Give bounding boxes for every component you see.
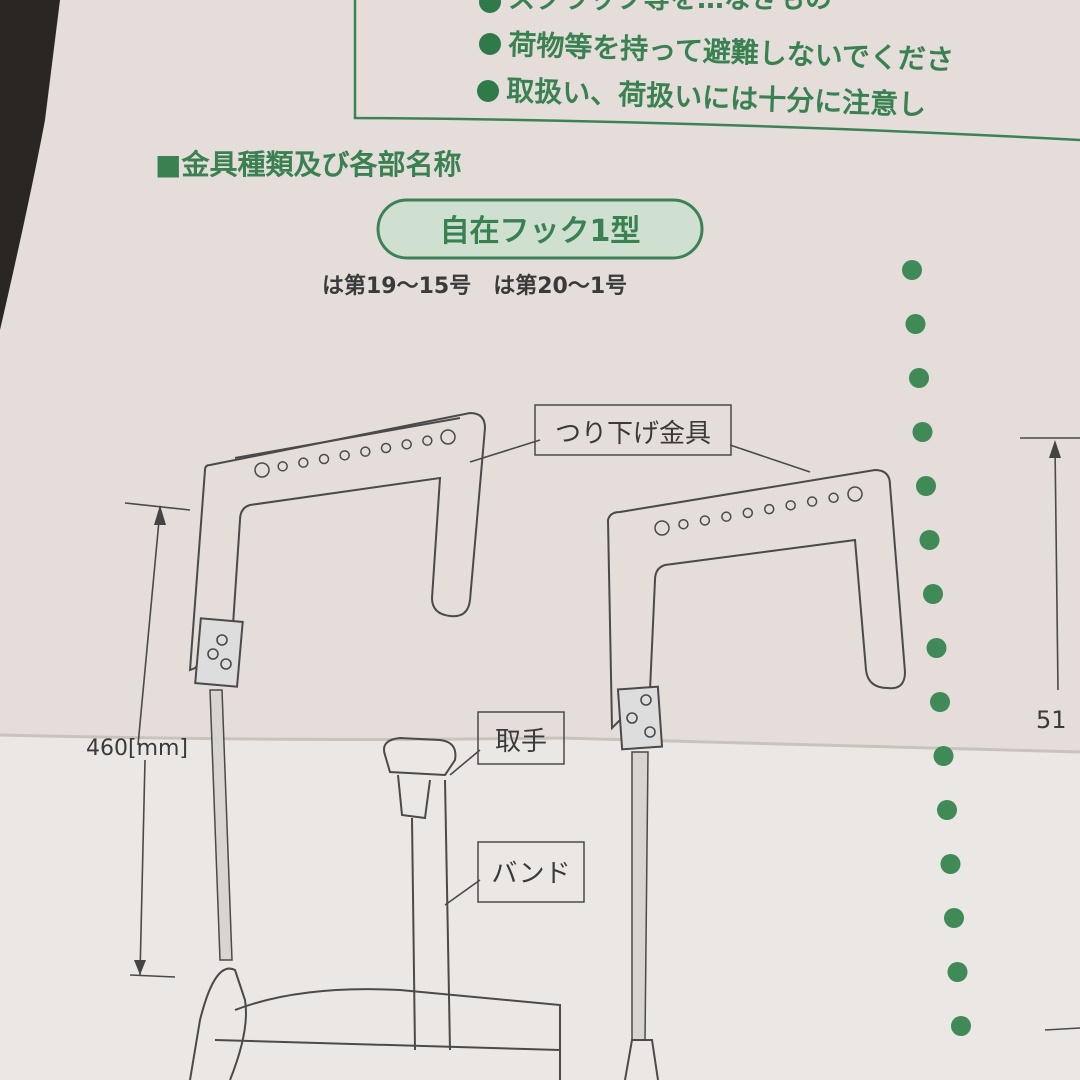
bracket-hole [654, 520, 670, 536]
right-chain [631, 751, 649, 1041]
type-pill [376, 198, 704, 260]
left-hanger-bracket [188, 411, 561, 1080]
bullet-icon [477, 80, 499, 102]
hanger-label-box [534, 404, 732, 456]
left-dimension: 460[mm] [86, 502, 191, 978]
separator-dot [940, 854, 961, 874]
applicability-text: は第19〜15号 は第20〜1号 [322, 273, 627, 299]
bracket-hole [401, 439, 412, 450]
separator-dot [937, 800, 957, 820]
bracket-hole [742, 507, 754, 519]
bracket-hole [699, 515, 711, 526]
bracket-hole [785, 500, 796, 511]
separator-dot [902, 260, 922, 280]
fold-crease [0, 733, 1080, 754]
bracket-hole [298, 457, 309, 468]
bracket-hole [318, 453, 330, 465]
left-chain [209, 689, 233, 961]
bracket-hole [339, 450, 350, 461]
bracket-hole [721, 511, 732, 522]
right-height-label: 51 [1036, 706, 1067, 734]
handle-label: 取手 [495, 727, 547, 757]
bracket-hole [763, 503, 775, 515]
bullet-icon [479, 0, 501, 13]
right-hanger-bracket [606, 468, 907, 1080]
separator-dot [912, 422, 933, 442]
separator-dot [951, 1016, 971, 1036]
handle-label-box [477, 711, 565, 765]
bracket-hole [440, 429, 456, 445]
separator-dot [930, 692, 950, 712]
bullet-icon [479, 33, 501, 55]
separator-dot [923, 584, 943, 604]
bracket-hole [806, 496, 818, 507]
section-heading: ■金具種類及び各部名称 [155, 148, 461, 181]
dotted-separator [902, 260, 971, 1036]
band-label: バンド [491, 859, 570, 889]
band-label-box [477, 841, 585, 903]
separator-dot [944, 908, 964, 928]
notice-bullet-1: スクラップ等を…なきもの [508, 0, 832, 15]
separator-dot [905, 314, 926, 334]
left-height-label: 460[mm] [86, 736, 188, 761]
bracket-hole [678, 518, 689, 530]
separator-dot [909, 368, 929, 388]
separator-dot [916, 476, 936, 496]
separator-dot [933, 746, 954, 766]
separator-dot [947, 962, 968, 982]
handle-and-band [383, 736, 457, 1051]
right-dimension: 51 [1020, 437, 1080, 1031]
bracket-hole [380, 442, 392, 454]
bracket-hole [254, 462, 270, 478]
bracket-hole [360, 446, 371, 457]
notice-box-border [353, 0, 1080, 142]
separator-dot [926, 638, 947, 658]
bracket-hole [422, 435, 433, 446]
hanger-label: つり下げ金具 [555, 419, 711, 449]
bracket-hole [847, 486, 863, 502]
bracket-hole [828, 492, 839, 504]
paper-lower-fold [0, 735, 1080, 1080]
separator-dot [919, 530, 940, 550]
bracket-hole [277, 461, 288, 472]
notice-bullet-list: スクラップ等を…なきもの 荷物等を持って避難しないでくださ 取扱い、荷扱いには十… [477, 0, 954, 122]
type-label: 自在フック1型 [440, 214, 641, 249]
